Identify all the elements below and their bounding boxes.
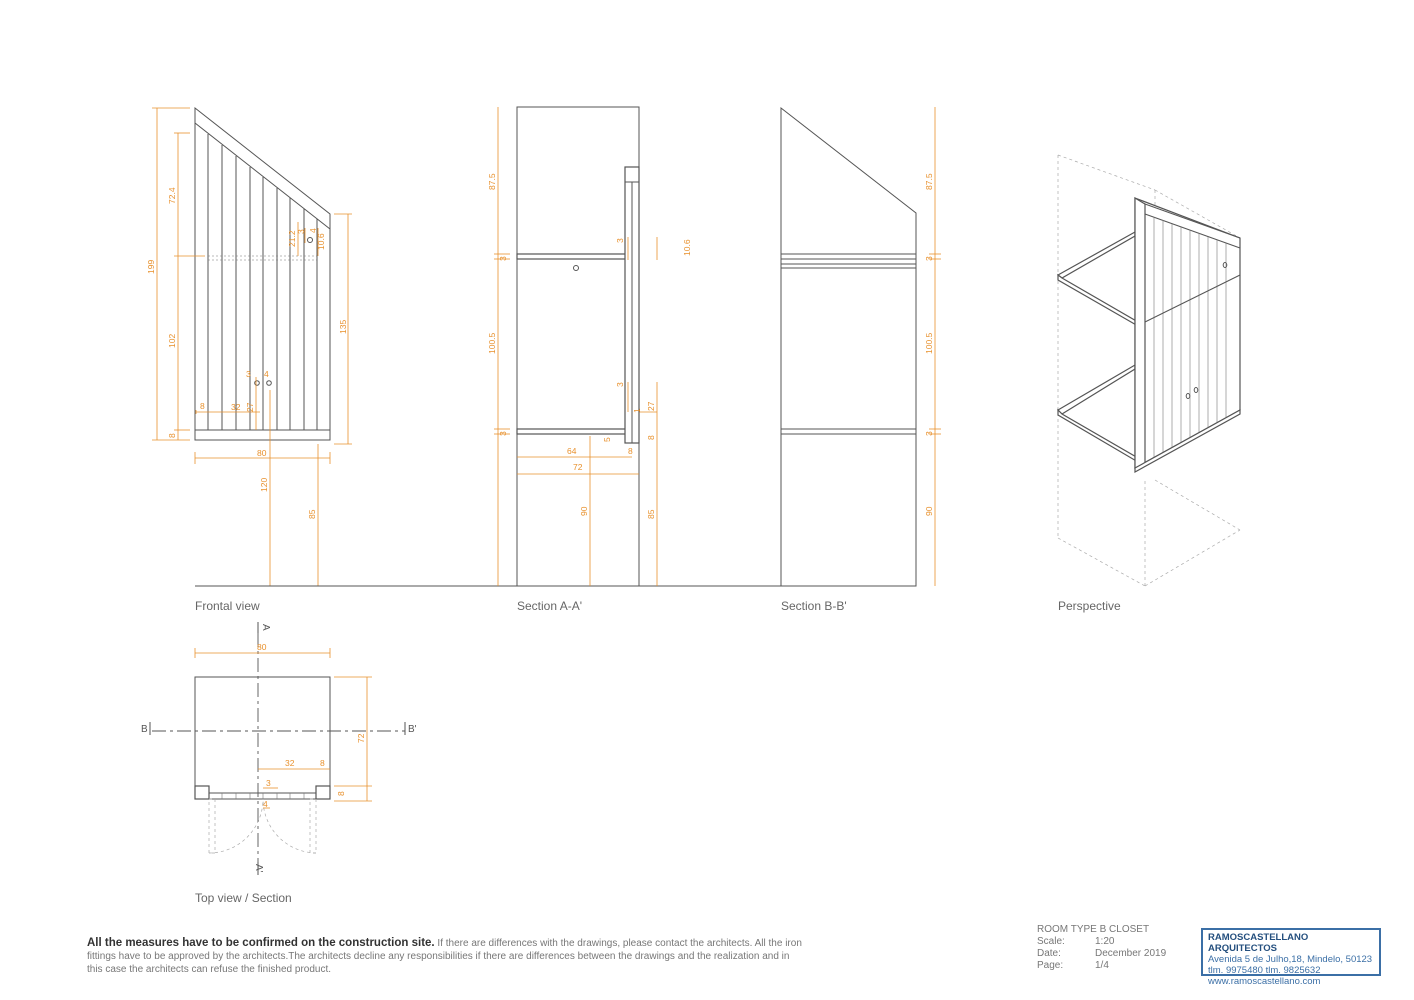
dim-4-lower: 4	[264, 369, 269, 379]
dim-a-3-upper-shelf: 3	[498, 256, 508, 261]
dim-a-3-lower: 3	[615, 382, 625, 387]
dim-base-height: 8	[167, 433, 177, 438]
dim-b-100-5: 100.5	[924, 332, 934, 354]
caption-frontal-view: Frontal view	[195, 599, 260, 613]
caption-section-b: Section B-B'	[781, 599, 847, 613]
dim-a-3-lower-shelf: 3	[498, 431, 508, 436]
marker-a-top: A	[260, 624, 271, 631]
dim-top-4: 4	[263, 799, 268, 809]
construction-notes: All the measures have to be confirmed on…	[87, 937, 802, 976]
dim-a-5: 5	[602, 437, 612, 442]
top-view-dimensions: 80 72 32 8 8 3 4	[194, 642, 372, 809]
section-a-upper-shelf	[516, 253, 633, 260]
firm-phones: tlm. 9975480 tlm. 9825632	[1208, 965, 1321, 976]
dim-upper-height: 72.4	[167, 187, 177, 204]
date-value: December 2019	[1095, 948, 1167, 959]
notes-body: If there are differences with the drawin…	[87, 938, 802, 975]
frontal-dimensions: 199 72.4 102 8 135 80 120 85 21.2 3 4 10…	[146, 107, 352, 586]
dim-3-upper: 3	[296, 229, 306, 234]
caption-top-view: Top view / Section	[195, 891, 292, 905]
dim-top-8: 8	[320, 758, 325, 768]
dim-a-8-base: 8	[646, 435, 656, 440]
frontal-outline	[194, 106, 331, 441]
dim-10-6: 10.6	[316, 233, 326, 250]
top-view: A A' B B'	[141, 622, 417, 875]
dim-top-80: 80	[257, 642, 267, 652]
dim-21-2: 21.2	[287, 230, 297, 247]
title-block-title: ROOM TYPE B CLOSET	[1037, 924, 1150, 935]
dim-width: 80	[257, 448, 267, 458]
dim-top-8-depth: 8	[336, 791, 346, 796]
perspective-lower-knob-left-icon	[1185, 393, 1191, 399]
section-a-lower-shelf	[516, 428, 633, 435]
dim-total-height: 199	[146, 260, 156, 274]
dim-3-lower: 3	[246, 369, 251, 379]
dim-a-10-6: 10.6	[682, 239, 692, 256]
dim-b-3-lower: 3	[924, 431, 934, 436]
title-block: ROOM TYPE B CLOSET Scale: 1:20 Date: Decem…	[1037, 924, 1166, 972]
firm-box: RAMOSCASTELLANO ARQUITECTOS Avenida 5 de…	[1201, 928, 1381, 987]
perspective-lower-knob-right-icon	[1193, 387, 1199, 393]
lower-knob-left-icon	[254, 380, 260, 386]
dim-a-27: 27	[646, 401, 656, 411]
caption-perspective: Perspective	[1058, 599, 1121, 613]
dim-mid-height: 102	[167, 334, 177, 348]
dim-a-90: 90	[579, 506, 589, 516]
section-b-view	[780, 106, 917, 587]
dim-8-left: 8	[200, 401, 205, 411]
dim-a-100-5: 100.5	[487, 332, 497, 354]
upper-knob-icon	[307, 237, 313, 243]
dim-120: 120	[259, 478, 269, 492]
dim-27: 27	[245, 402, 255, 412]
dim-top-32: 32	[285, 758, 295, 768]
section-b-outline	[780, 106, 917, 587]
dim-32: 32	[231, 402, 241, 412]
dim-4-upper: 4	[308, 228, 318, 233]
perspective-door-panel	[1134, 197, 1241, 470]
dim-a-1: 1	[632, 408, 642, 413]
top-view-outline	[194, 676, 331, 800]
marker-b-left: B	[141, 724, 148, 735]
lower-knob-right-icon	[266, 380, 272, 386]
date-label: Date:	[1037, 948, 1061, 959]
scale-label: Scale:	[1037, 936, 1065, 947]
firm-address: Avenida 5 de Julho,18, Mindelo, 50123	[1208, 954, 1373, 965]
section-a-view	[516, 106, 640, 587]
perspective-upper-knob-icon	[1222, 262, 1228, 268]
page-value: 1/4	[1095, 960, 1109, 971]
scale-value: 1:20	[1095, 936, 1115, 947]
dim-85: 85	[307, 509, 317, 519]
section-a-outline	[516, 106, 640, 587]
notes-bold: All the measures have to be confirmed on…	[87, 937, 435, 949]
marker-a-bottom: A'	[253, 864, 264, 873]
dim-a-85: 85	[646, 509, 656, 519]
marker-b-right: B'	[408, 724, 417, 735]
dim-a-87-5: 87.5	[487, 173, 497, 190]
perspective-upper-shelf-edge	[1056, 230, 1136, 279]
firm-name: RAMOSCASTELLANO ARQUITECTOS	[1208, 932, 1309, 954]
section-a-knob-icon	[573, 265, 579, 271]
dim-top-72: 72	[356, 733, 366, 743]
caption-section-a: Section A-A'	[517, 599, 582, 613]
dim-a-3-upper: 3	[615, 238, 625, 243]
perspective-view	[1056, 154, 1241, 587]
firm-web: www.ramoscastellano.com	[1208, 976, 1321, 987]
dim-top-3: 3	[266, 778, 271, 788]
dim-b-90: 90	[924, 506, 934, 516]
section-b-dimensions: 87.5 3 100.5 3 90	[924, 107, 941, 586]
page-label: Page:	[1037, 960, 1064, 971]
dim-a-8-depth: 8	[628, 446, 633, 456]
section-a-dimensions: 87.5 3 100.5 3 64 8 72 90 85 5 10.6 3 3 …	[487, 107, 692, 586]
dim-b-87-5: 87.5	[924, 173, 934, 190]
frontal-view	[194, 106, 331, 441]
dim-a-64: 64	[567, 446, 577, 456]
dim-b-3-upper: 3	[924, 256, 934, 261]
dim-a-72: 72	[573, 462, 583, 472]
dim-right-height: 135	[338, 320, 348, 334]
